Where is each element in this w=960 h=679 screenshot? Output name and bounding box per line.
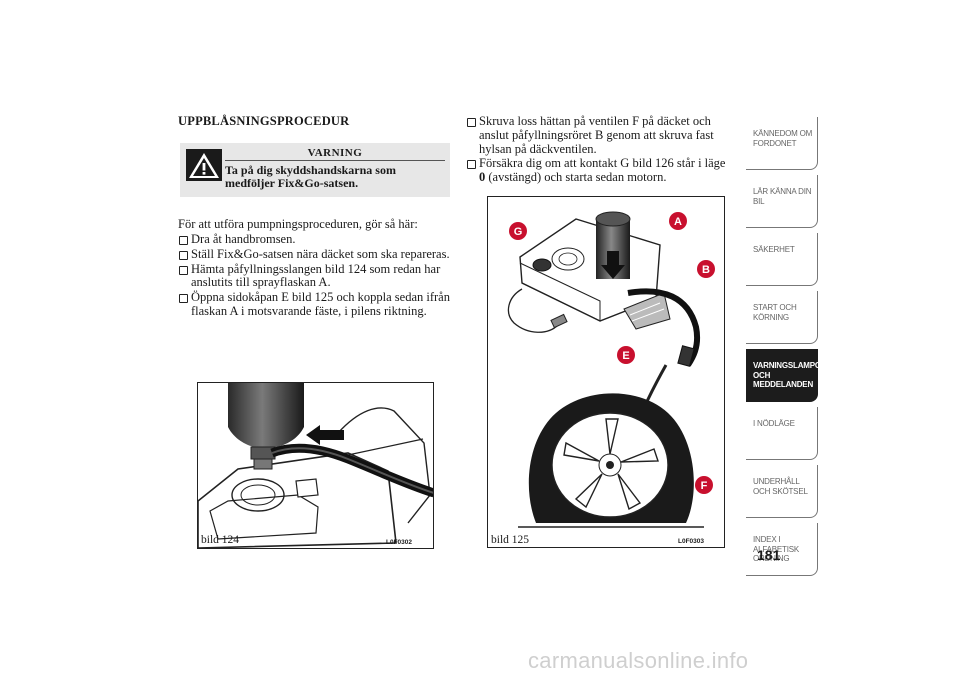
label-f: F — [701, 480, 708, 492]
inflator-bottle-illustration — [198, 383, 433, 548]
figure-124: bild 124 L0F0302 — [197, 382, 434, 549]
nav-item-nodlage[interactable]: I NÖDLÄGE — [746, 407, 818, 460]
step-text: Försäkra dig om att kontakt G bild 126 s… — [479, 156, 726, 171]
list-item: Dra åt handbromsen. — [178, 232, 463, 247]
label-g: G — [514, 226, 523, 238]
nav-item-underhall[interactable]: UNDERHÅLL OCH SKÖTSEL — [746, 465, 818, 518]
warning-text: Ta på dig skyddshandskarna som medföljer… — [225, 163, 396, 190]
figure-caption: bild 124 — [201, 534, 240, 546]
nav-item-start[interactable]: START OCH KÖRNING — [746, 291, 818, 344]
figure-caption: bild 125 — [491, 534, 530, 546]
label-a: A — [674, 216, 682, 228]
step-position-value: 0 — [479, 170, 486, 185]
warning-box: VARNING Ta på dig skyddshandskarna som m… — [180, 143, 450, 197]
page-number: 181 — [757, 547, 781, 563]
nav-item-sakerhet[interactable]: SÄKERHET — [746, 233, 818, 286]
nav-item-varningslampor[interactable]: VARNINGSLAMPOR OCH MEDDELANDEN — [746, 349, 827, 402]
figure-code: L0F0302 — [386, 539, 413, 546]
label-b: B — [702, 264, 710, 276]
nav-item-lar-kanna[interactable]: LÄR KÄNNA DIN BIL — [746, 175, 818, 228]
watermark: carmanualsonline.info — [528, 648, 749, 673]
warning-title: VARNING — [225, 146, 445, 161]
nav-item-kannedom[interactable]: KÄNNEDOM OM FORDONET — [746, 117, 818, 170]
intro-text: För att utföra pumpningsproceduren, gör … — [178, 217, 418, 231]
compressor-tire-illustration: G A B E F — [507, 211, 715, 528]
list-item: Öppna sidokåpan E bild 125 och koppla se… — [178, 290, 463, 319]
list-item: Hämta påfyllningsslangen bild 124 som re… — [178, 262, 463, 291]
list-item: Ställ Fix&Go-satsen nära däcket som ska … — [178, 247, 463, 262]
list-item: Försäkra dig om att kontakt G bild 126 s… — [466, 156, 734, 185]
figure-125: G A B E F bild 125 L0F0303 — [487, 196, 725, 548]
label-e: E — [622, 350, 629, 362]
warning-triangle-icon — [186, 149, 222, 181]
steps-list-left: Dra åt handbromsen. Ställ Fix&Go-satsen … — [178, 232, 463, 320]
section-heading: UPPBLÅSNINGSPROCEDUR — [178, 114, 350, 128]
chapter-nav: KÄNNEDOM OM FORDONET LÄR KÄNNA DIN BIL S… — [746, 117, 827, 581]
steps-list-right: Skruva loss hättan på ventilen F på däck… — [466, 114, 734, 186]
list-item: Skruva loss hättan på ventilen F på däck… — [466, 114, 734, 156]
nav-item-index[interactable]: INDEX I ALFABETISK ORDNING — [746, 523, 818, 576]
step-text: (avstängd) och starta sedan motorn. — [485, 170, 667, 185]
figure-code: L0F0303 — [678, 538, 705, 545]
